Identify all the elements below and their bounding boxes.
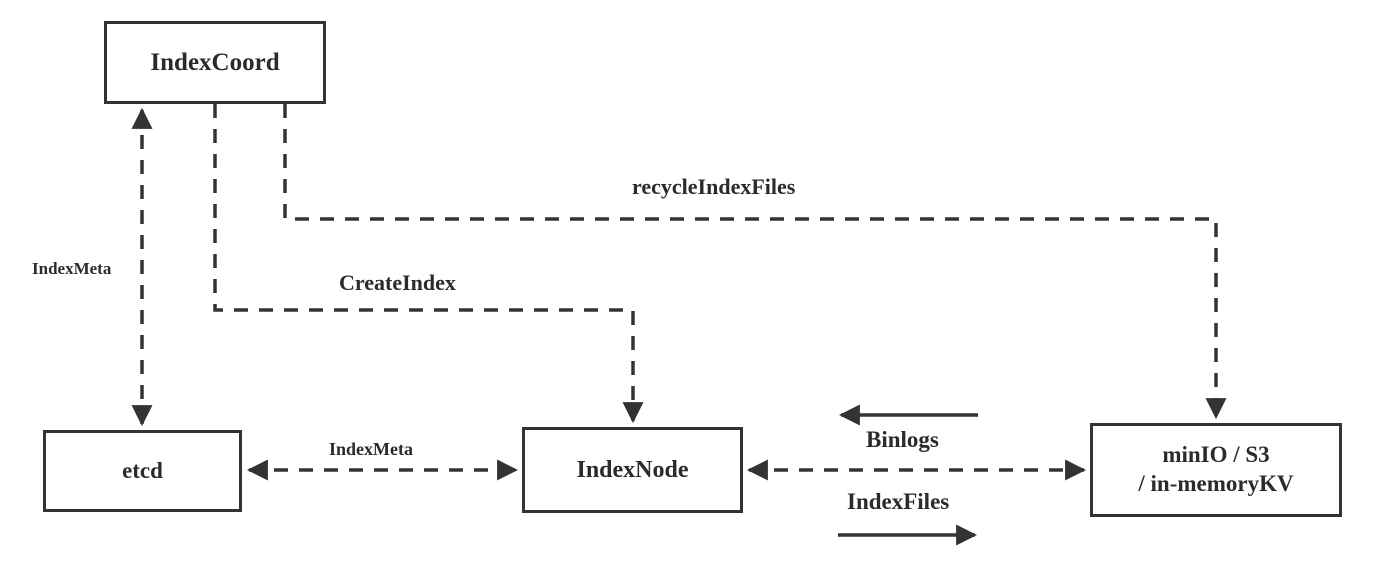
edge-label-indexmeta-etcd-node: IndexMeta — [329, 439, 413, 459]
node-minio-label: minIO / S3 / in-memoryKV — [1138, 442, 1294, 496]
node-etcd-label: etcd — [122, 457, 163, 483]
edge-recycleindexfiles — [283, 104, 1227, 420]
node-etcd[interactable]: etcd — [43, 430, 242, 512]
edge-createindex — [213, 104, 644, 424]
edge-label-indexfiles: IndexFiles — [847, 489, 950, 514]
node-indexnode-label: IndexNode — [576, 457, 689, 483]
edge-label-indexmeta-coord-etcd: IndexMeta — [32, 259, 112, 278]
node-minio[interactable]: minIO / S3 / in-memoryKV — [1090, 423, 1342, 517]
edge-label-binlogs: Binlogs — [866, 427, 939, 452]
edge-label-createindex: CreateIndex — [339, 270, 456, 295]
edge-label-recycleindexfiles: recycleIndexFiles — [632, 174, 796, 199]
node-indexnode[interactable]: IndexNode — [522, 427, 743, 513]
node-indexcoord-label: IndexCoord — [150, 48, 280, 76]
node-indexcoord[interactable]: IndexCoord — [104, 21, 326, 104]
